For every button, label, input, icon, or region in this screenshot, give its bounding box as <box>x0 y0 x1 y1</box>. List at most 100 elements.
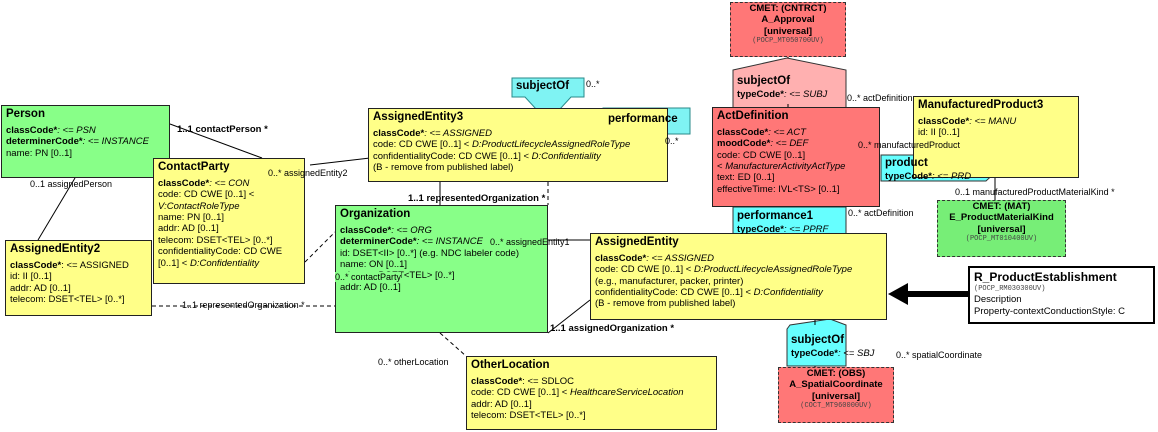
performance1-attr: typeCode* <box>737 223 784 235</box>
performance1-val: : <= PPRF <box>783 223 829 235</box>
assignedentity2-classcode-val: : <= ASSIGNED <box>61 259 129 271</box>
otherlocation-telecom: telecom: DSET<TEL> [0..*] <box>471 409 586 421</box>
class-person[interactable]: Person classCode*: <= PSN determinerCode… <box>1 105 170 178</box>
class-contactparty[interactable]: ContactParty classCode*: <= CON code: CD… <box>153 158 305 284</box>
actdefinition-title: ActDefinition <box>717 110 789 122</box>
class-manufacturedproduct3[interactable]: ManufacturedProduct3 classCode*: <= MANU… <box>913 96 1079 178</box>
assignedentity3-note: (B - remove from published label) <box>373 161 514 173</box>
organization-title: Organization <box>340 208 411 220</box>
label-otherlocation: 0..* otherLocation <box>378 357 449 367</box>
subjectof-act-val: : <= SUBJ <box>783 88 828 100</box>
person-name: name: PN [0..1] <box>6 147 73 159</box>
class-otherlocation[interactable]: OtherLocation classCode*: <= SDLOC code:… <box>466 356 717 430</box>
cmet-spatial[interactable]: CMET: (OBS) A_SpatialCoordinate [univers… <box>778 367 894 423</box>
subjectof-spatial-shape[interactable] <box>786 318 847 367</box>
organization-id: id: DSET<II> [0..*] (e.g. NDC labeler co… <box>340 247 519 259</box>
cmet-material-code: (POCP_MT010400UV) <box>965 235 1038 244</box>
contactparty-telecom: telecom: DSET<TEL> [0..*] <box>158 234 273 246</box>
assignedentity-confidentiality: confidentialityCode: CD CWE [0..1] < <box>595 286 754 298</box>
cmet-spatial-scope: [universal] <box>811 390 861 402</box>
assignedentity-title: AssignedEntity <box>595 236 679 248</box>
class-assignedentity2[interactable]: AssignedEntity2 classCode*: <= ASSIGNED … <box>5 240 152 316</box>
label-subjectof-mult: 0..* <box>586 79 600 89</box>
assignedentity-code-example: (e.g., manufacturer, packer, printer) <box>595 275 744 287</box>
actdefinition-classcode-val: : <= ACT <box>768 126 806 138</box>
label-assignedentity1: 0..* assignedEntity1 <box>490 237 570 247</box>
assignedentity3-title: AssignedEntity3 <box>373 111 464 123</box>
contactparty-confidentiality: confidentialityCode: CD CWE <box>158 246 283 258</box>
label-spatialcoordinate: 0..* spatialCoordinate <box>896 350 983 360</box>
link-person-assignedentity2 <box>37 177 76 241</box>
performance1-label: performance1 typeCode*: <= PPRF <box>737 210 828 235</box>
cmet-approval-code: (POCP_MT050700UV) <box>752 37 824 46</box>
product-val: : <= PRD <box>931 170 972 182</box>
assignedentity-classcode-attr: classCode* <box>595 252 647 264</box>
cmet-spatial-line1: CMET: (OBS) <box>806 368 866 379</box>
contactparty-addr: addr: AD [0..1] <box>158 223 219 235</box>
assignedentity-note: (B - remove from published label) <box>595 298 736 310</box>
cmet-material[interactable]: CMET: (MAT) E_ProductMaterialKind [unive… <box>937 200 1066 257</box>
class-actdefinition[interactable]: ActDefinition classCode*: <= ACT moodCod… <box>712 107 880 207</box>
subjectof-spatial-attr: typeCode* <box>791 347 838 359</box>
assignedentity-code-domain: D:ProductLifecycleAssignedRoleType <box>694 264 853 276</box>
entry-point-box[interactable]: R_ProductEstablishment (POCP_RM030300UV)… <box>968 266 1155 324</box>
subjectof-top-title: subjectOf <box>516 80 570 92</box>
otherlocation-code-domain: HealthcareServiceLocation <box>570 387 684 399</box>
class-organization[interactable]: Organization classCode*: <= ORG determin… <box>335 205 548 333</box>
label-assignedperson: 0..1 assignedPerson <box>30 179 113 189</box>
actdefinition-text: text: ED [0..1] <box>717 172 775 184</box>
actdefinition-classcode-attr: classCode* <box>717 126 769 138</box>
otherlocation-code: code: CD CWE [0..1] < <box>471 387 570 399</box>
label-materialkind: 0..1 manufacturedProductMaterialKind * <box>955 187 1115 197</box>
assignedentity-code: code: CD CWE [0..1] < <box>595 264 694 276</box>
class-assignedentity3[interactable]: AssignedEntity3 classCode*: <= ASSIGNED … <box>368 108 668 182</box>
entry-code: (POCP_RM030300UV) <box>974 285 1046 293</box>
label-representedorg1: 1..1 representedOrganization * <box>408 193 546 204</box>
contactparty-conf-mult: [0..1] < <box>158 257 190 269</box>
cmet-approval[interactable]: CMET: (CNTRCT) A_Approval [universal] (P… <box>730 2 846 57</box>
entry-conduction-style: Property-contextConductionStyle: C <box>974 305 1126 317</box>
organization-determiner-val: : <= INSTANCE <box>416 236 483 248</box>
label-representedorg2: 1..1 representedOrganization * <box>182 300 305 310</box>
organization-name: name: ON [0..1] <box>340 258 408 270</box>
subjectof-spatial-label: subjectOf typeCode*: <= SBJ <box>791 334 874 359</box>
cmet-spatial-name: A_SpatialCoordinate <box>789 379 883 391</box>
subjectof-spatial-val: : <= SBJ <box>837 347 875 359</box>
cmet-approval-scope: [universal] <box>763 25 813 37</box>
class-assignedentity[interactable]: AssignedEntity classCode*: <= ASSIGNED c… <box>590 233 887 320</box>
product-attr: typeCode* <box>885 170 932 182</box>
manufacturedproduct3-id: id: II [0..1] <box>918 127 960 139</box>
actdefinition-moodcode-attr: moodCode* <box>717 138 771 150</box>
performance-label: performance <box>608 113 678 127</box>
manufacturedproduct3-classcode-val: : <= MANU <box>969 115 1017 127</box>
assignedentity2-classcode-attr: classCode* <box>10 259 62 271</box>
performance-title: performance <box>608 113 678 125</box>
otherlocation-classcode-val: : <= SDLOC <box>522 375 574 387</box>
assignedentity3-classcode-attr: classCode* <box>373 127 425 139</box>
person-determiner-attr: determinerCode* <box>6 136 83 148</box>
link-org-otherlocation <box>439 332 467 357</box>
subjectof-top-label: subjectOf <box>516 80 569 94</box>
organization-classcode-val: : <= ORG <box>391 224 432 236</box>
organization-classcode-attr: classCode* <box>340 224 392 236</box>
organization-determiner-attr: determinerCode* <box>340 236 417 248</box>
subjectof-act-title: subjectOf <box>737 75 791 87</box>
product-title: product <box>885 157 928 169</box>
manufacturedproduct3-classcode-attr: classCode* <box>918 115 970 127</box>
person-determiner-val: : <= INSTANCE <box>82 136 149 148</box>
person-classcode-val: : <= PSN <box>57 124 96 136</box>
assignedentity2-addr: addr: AD [0..1] <box>10 282 71 294</box>
assignedentity3-classcode-val: : <= ASSIGNED <box>424 127 492 139</box>
label-actdefinition1: 0..* actDefinition <box>847 93 913 103</box>
contactparty-conf-domain: D:Confidentiality <box>189 257 260 269</box>
otherlocation-title: OtherLocation <box>471 359 550 371</box>
label-manufacturedproduct: 0..* manufacturedProduct <box>858 140 961 150</box>
assignedentity2-telecom: telecom: DSET<TEL> [0..*] <box>10 293 125 305</box>
assignedentity2-title: AssignedEntity2 <box>10 243 101 255</box>
cmet-material-name: E_ProductMaterialKind <box>949 212 1054 224</box>
actdefinition-effectivetime: effectiveTime: IVL<TS> [0..1] <box>717 183 840 195</box>
entry-title: R_ProductEstablishment <box>974 270 1117 284</box>
cmet-spatial-code: (COCT_MT960000UV) <box>800 402 872 411</box>
subjectof-act-shape[interactable] <box>732 57 847 109</box>
